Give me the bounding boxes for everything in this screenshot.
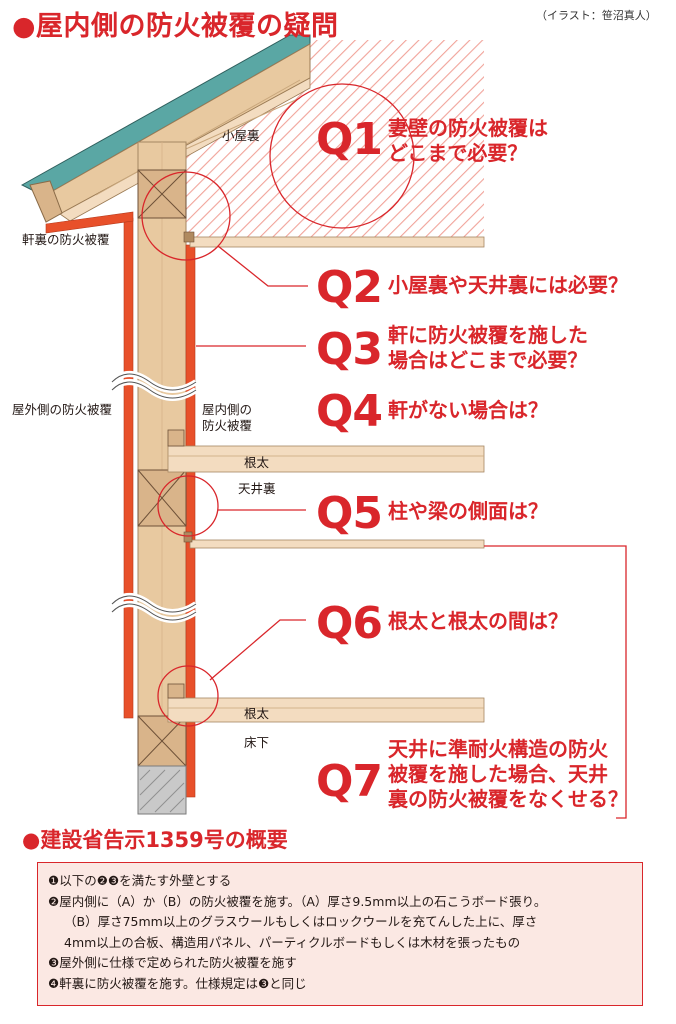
q3-text-line-1: 軒に防火被覆を施した [388,323,588,347]
q6-leader [209,619,306,681]
lower-joist-label: 根太 [244,706,270,721]
q1-circle [269,83,415,229]
illustration-credit: （イラスト：笹沼真人） [536,9,657,22]
roof [20,34,311,223]
notice-line-1: ❶以下の❷❸を満たす外壁とする [48,873,232,888]
middle-beam [137,469,187,527]
interior-coating-label-2: 防火被覆 [202,418,253,433]
notice-line-5: ❸屋外側に仕様で定められた防火被覆を施す [48,955,297,970]
q1-number: Q1 [316,114,383,165]
eave-coating [45,211,134,234]
q5-number: Q5 [316,488,383,539]
ceiling-space-label: 天井裏 [238,481,276,496]
lower-joist [167,697,485,723]
q3-number: Q3 [316,324,383,375]
q4-text-line-1: 軒がない場合は？ [388,398,548,422]
q2-leader [217,245,308,287]
notice-line-2: ❷屋内側に（A）か（B）の防火被覆を施す。（A）厚さ9.5mm以上の石こうボード… [48,893,547,909]
ceiling-board [189,539,485,549]
lower-beam [137,715,187,767]
notice-line-6: ❹軒裏に防火被覆を施す。仕様規定は❸と同じ [48,975,307,991]
q4-number: Q4 [316,386,383,437]
upper-joist [167,445,485,473]
q6-text-line-1: 根太と根太の間は？ [388,609,568,633]
q5-circle [157,475,219,537]
page-title: ●屋内側の防火被覆の疑問 [12,11,339,42]
notice-heading: ●建設省告示1359号の概要 [22,828,288,852]
q7-text-line-3: 裏の防火被覆をなくせる？ [388,787,628,811]
q7-text-line-2: 被覆を施した場合、天井 [388,762,608,786]
q7-number: Q7 [316,756,383,807]
upper-joist-label: 根太 [244,455,270,470]
q7-leader [484,545,627,819]
q2-text-line-1: 小屋裏や天井裏には必要？ [388,273,628,297]
q2-number: Q2 [316,262,383,313]
attic-label: 小屋裏 [222,128,260,143]
eave-coating-label: 軒裏の防火被覆 [22,232,110,247]
exterior-coating [123,217,134,719]
foundation [137,765,187,815]
q1-text-line-2: どこまで必要？ [388,141,528,165]
q3-text-line-2: 場合はどこまで必要？ [388,348,588,372]
attic-ceiling-board [189,236,485,248]
q2-circle [141,171,231,261]
q5-text-line-1: 柱や梁の側面は？ [388,499,548,523]
q6-circle [157,665,219,727]
q6-number: Q6 [316,598,383,649]
notice-line-4: 4mm以上の合板、構造用パネル、パーティクルボードもしくは木材を張ったもの [64,934,521,950]
interior-coating-label-1: 屋内側の [202,402,253,417]
notice-line-3: （B）厚さ75mm以上のグラスウールもしくはロックウールを充てんした上に、厚さ [64,914,538,929]
q1-text-line-1: 妻壁の防火被覆は [388,116,548,140]
exterior-coating-label: 屋外側の防火被覆 [12,402,113,417]
q7-text-line-1: 天井に準耐火構造の防火 [388,737,608,761]
underfloor-label: 床下 [244,735,270,750]
upper-beam [137,169,187,219]
notice-box: ❶以下の❷❸を満たす外壁とする ❷屋内側に（A）か（B）の防火被覆を施す。（A）… [37,862,643,1006]
